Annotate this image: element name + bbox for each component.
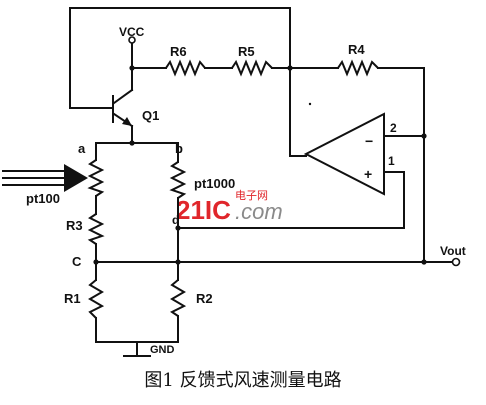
q1-label: Q1 — [142, 108, 159, 123]
r1-label: R1 — [64, 291, 81, 306]
opamp-minus-label: − — [365, 133, 373, 149]
watermark-logo: 21IC — [176, 195, 231, 225]
pin-2-label: 2 — [390, 121, 397, 135]
q1-collector-leg — [112, 88, 134, 105]
r6-symbol — [165, 59, 206, 77]
r5-label: R5 — [238, 44, 255, 59]
resistor-r4: R4 — [337, 42, 379, 77]
resistor-r2: R2 — [170, 279, 213, 317]
figure-caption: 图1 反馈式风速测量电路 — [144, 370, 341, 391]
pt100-label: pt100 — [26, 191, 60, 206]
resistor-pt1000: b pt1000 d — [169, 141, 235, 227]
resistor-r3: R3 — [66, 213, 105, 245]
watermark-cn: 电子网 — [235, 189, 268, 202]
vout-label: Vout — [440, 244, 466, 258]
junction-d — [175, 225, 181, 231]
feedback-loop-wire — [69, 7, 291, 109]
vout-terminal-icon — [451, 257, 461, 267]
wires — [69, 7, 453, 355]
node-a-label: a — [78, 141, 86, 156]
junction-emitter — [129, 140, 135, 146]
op-amp: − + 2 1 — [303, 112, 397, 196]
noninverting-input-wire — [177, 171, 405, 229]
watermark-domain: .com — [235, 199, 283, 224]
r2-label: R2 — [196, 291, 213, 306]
stray-dot — [308, 102, 312, 106]
r1-symbol — [88, 279, 105, 319]
r6-label: R6 — [170, 44, 187, 59]
r5-symbol — [231, 59, 273, 77]
resistor-r1: R1 — [64, 279, 105, 319]
resistor-r6: R6 — [165, 44, 206, 77]
ground: GND — [123, 344, 175, 357]
vcc-label: VCC — [119, 25, 145, 39]
gnd-label: GND — [150, 344, 175, 356]
transistor-q1: Q1 — [112, 88, 159, 128]
r3-label: R3 — [66, 218, 83, 233]
q1-emitter-arrow-icon — [122, 117, 132, 126]
junction-collector — [129, 65, 135, 71]
junction-output — [421, 133, 427, 139]
node-b-label: b — [175, 141, 183, 156]
junction-c — [93, 259, 99, 265]
pin-1-label: 1 — [388, 154, 395, 168]
opamp-plus-label: + — [364, 166, 372, 182]
junction-c-right — [175, 259, 181, 265]
node-c-label: C — [72, 254, 82, 269]
resistor-r5: R5 — [231, 44, 273, 77]
r4-label: R4 — [348, 42, 365, 57]
vout-terminal: Vout — [440, 244, 466, 267]
airflow-arrow-icon — [64, 164, 88, 192]
vcc-terminal: VCC — [119, 25, 145, 44]
resistor-pt100: a pt100 — [2, 141, 105, 206]
watermark: 21IC .com 电子网 — [176, 189, 283, 225]
opamp-triangle — [303, 112, 385, 196]
pt1000-symbol — [169, 161, 187, 199]
r3-symbol — [87, 213, 105, 245]
junction-r5-r4 — [287, 65, 293, 71]
node-d-label: d — [172, 213, 179, 227]
junction-vout — [421, 259, 427, 265]
pt1000-label: pt1000 — [194, 176, 235, 191]
pt100-symbol — [87, 159, 105, 197]
vcc-terminal-icon — [128, 36, 136, 44]
junctions — [93, 65, 427, 265]
r4-symbol — [337, 59, 379, 77]
inverting-input-wire — [289, 67, 307, 157]
r2-symbol — [170, 279, 187, 317]
